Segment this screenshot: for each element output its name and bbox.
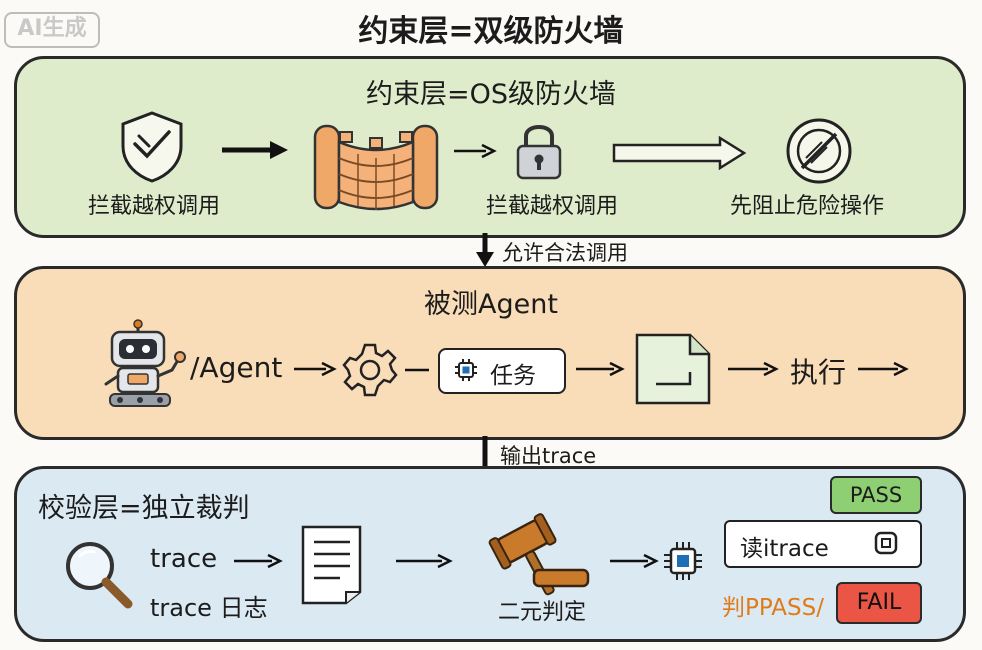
execute-label: 执行 [790,356,847,389]
hollow-arrow-icon [612,135,747,171]
gear-icon [342,343,398,397]
document-icon [635,333,711,405]
page-title: 约束层=双级防火墙 [358,14,624,49]
arrow-icon [576,361,625,377]
trace-log-label: trace 日志 [150,594,268,622]
padlock-icon [516,125,562,180]
agent-panel-title: 被测Agent [424,289,558,320]
trace-label: trace [150,544,218,574]
shield-label: 拦截越权调用 [88,194,221,219]
read-trace-label: 读itrace [740,536,829,562]
chip-icon [664,542,702,580]
constraint-layer-title: 约束层=OS级防火墙 [365,79,616,110]
log-document-icon [301,525,362,605]
firewall-wall-icon [313,124,439,211]
arrow-icon [858,361,909,377]
connector-trace-label: 输出trace [500,444,597,468]
lock-label: 拦截越权调用 [486,194,619,219]
arrow-icon [610,553,659,569]
no-entry-icon [786,118,852,184]
gavel-icon [488,513,590,596]
arrow-icon [222,141,288,159]
shield-check-icon [121,111,183,183]
connector-allow-label: 允许合法调用 [502,241,628,265]
agent-label: /Agent [190,351,283,384]
arrow-icon [728,361,779,377]
robot-icon [104,319,186,407]
agent-panel [14,266,966,440]
pass-badge: PASS [830,476,922,514]
task-label: 任务 [490,363,536,389]
block-label: 先阻止危险操作 [730,194,885,219]
magnifier-icon [66,542,133,609]
down-arrow-icon [476,233,494,267]
chip-icon [455,359,477,381]
ai-watermark: AI生成 [4,12,100,48]
fail-badge: FAIL [836,582,922,624]
chip-icon [874,531,898,555]
arrow-icon [396,553,453,569]
judge-label: 二元判定 [498,600,587,625]
arrow-icon [454,143,497,159]
dash-connector [405,368,429,372]
arrow-icon [294,361,337,377]
verify-panel-title: 校验层=独立裁判 [38,493,250,524]
arrow-icon [234,553,283,569]
judge-result-label: 判PPASS/ [722,595,824,621]
